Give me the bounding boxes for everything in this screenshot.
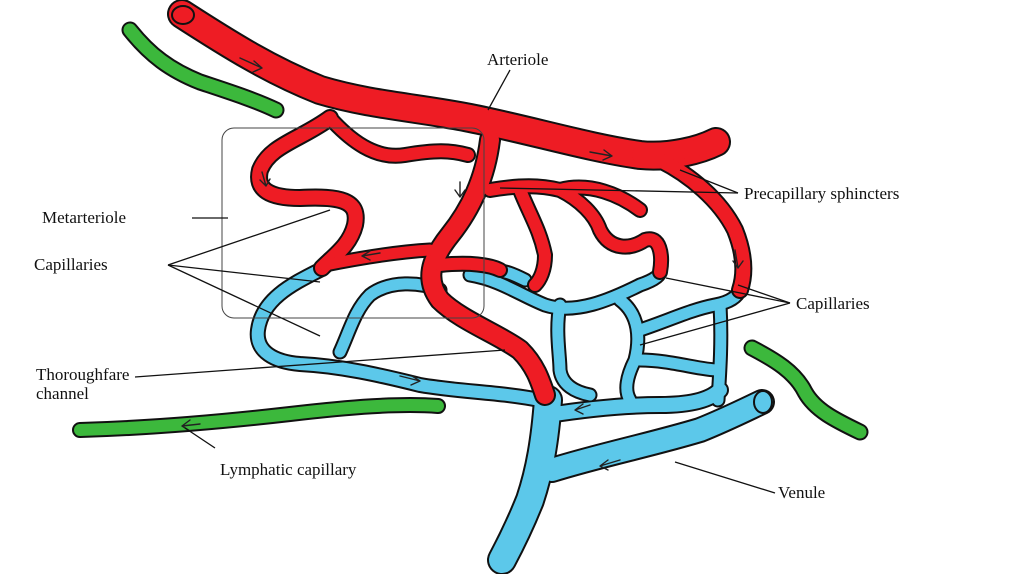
label-capillaries-right: Capillaries (796, 294, 870, 313)
label-precapillary-sphincters: Precapillary sphincters (744, 184, 899, 203)
label-lymphatic-capillary: Lymphatic capillary (220, 460, 357, 479)
leader-arteriole (488, 70, 510, 110)
lymphatic-vessel-right (752, 348, 860, 432)
label-arteriole: Arteriole (487, 50, 548, 69)
label-capillaries-left: Capillaries (34, 255, 108, 274)
label-thoroughfare-line1: Thoroughfare (36, 365, 129, 384)
label-thoroughfare-line2: channel (36, 384, 89, 403)
label-metarteriole: Metarteriole (42, 208, 126, 227)
arteriole-opening (172, 6, 194, 24)
label-venule: Venule (778, 483, 825, 502)
venule-opening (754, 391, 772, 413)
lymphatic-vessel-bottom-left (80, 405, 438, 430)
leader-venule (675, 462, 775, 493)
